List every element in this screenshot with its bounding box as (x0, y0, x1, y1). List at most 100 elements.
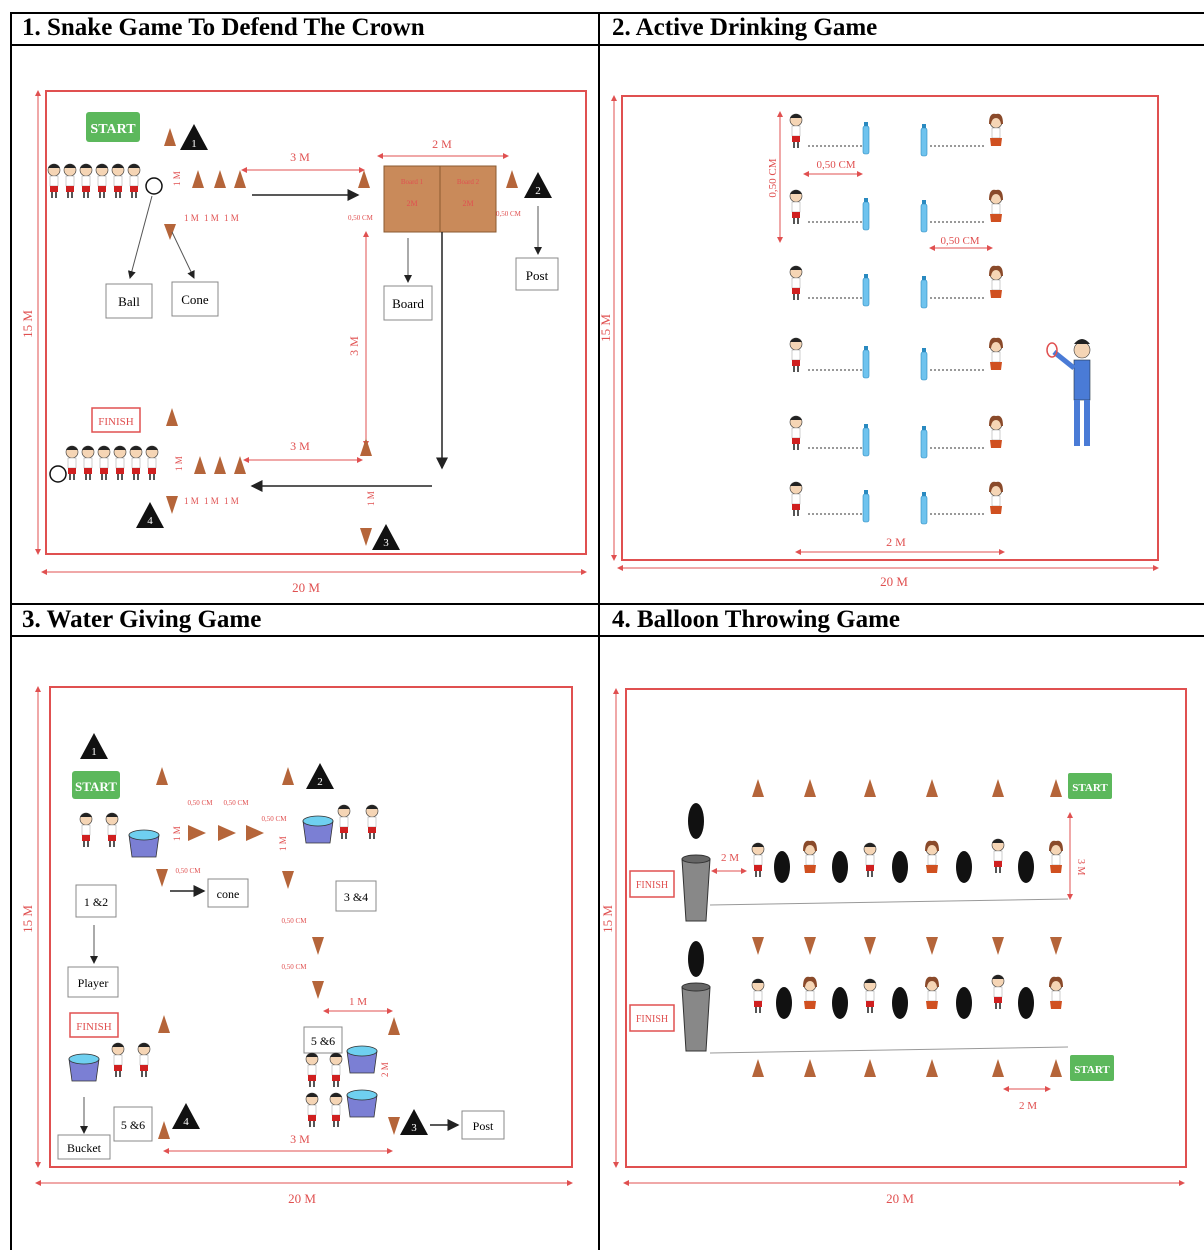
panel1-050-right: 0,50 CM (496, 210, 522, 218)
panel4-field-border (625, 688, 1187, 1168)
panel1-marker-2-label: 2 (535, 185, 541, 197)
panel1-finish-label: FINISH (98, 416, 134, 428)
panel4-row-top (751, 838, 1064, 883)
panel2-horiz-050-b: 0,50 CM (940, 235, 979, 247)
panel3-post-box (461, 1110, 505, 1140)
panel2-field-border (621, 95, 1159, 561)
panel1-marker-3 (372, 524, 400, 550)
panel1-vert-3m: 3 M (347, 336, 361, 356)
grid-mid-line (10, 603, 1204, 605)
panel4-diagram: START START FINISH 2 M 3 M FINISH 2 M 20… (600, 688, 1187, 1206)
panel1-2m-label: 2 M (432, 137, 452, 151)
panel1-players-start (47, 163, 141, 199)
panel2-width-label: 20 M (880, 574, 908, 589)
panel4-bin-top (681, 858, 711, 922)
grid-left-line (10, 12, 12, 1250)
panel3-56b-label: 5 &6 (121, 1118, 145, 1132)
panel4-cones (752, 779, 1062, 1077)
panel1-marker-1 (180, 124, 208, 150)
panel3-2m: 2 M (380, 1062, 390, 1077)
panel3-marker-3-label: 3 (411, 1122, 417, 1134)
panel4-bin-bottom (681, 986, 711, 1052)
panel1-width-label: 20 M (292, 580, 320, 595)
panel4-title: 4. Balloon Throwing Game (612, 606, 901, 633)
panel4-start-label-top: START (1072, 782, 1108, 794)
panel1-marker-1-label: 1 (191, 138, 197, 150)
panel3-050-b: 0,50 CM (224, 799, 250, 807)
grid-center-line (598, 12, 600, 1250)
panel3-players-34 (337, 804, 379, 840)
panel2-diagram: 0,50 CM 0,50 CM 0,50 CM 2 M 20 M 15 M (600, 95, 1159, 589)
panel4-row-bottom (751, 974, 1064, 1019)
panel3-post-label: Post (473, 1119, 494, 1133)
panel3-050-a: 0,50 CM (188, 799, 214, 807)
panel1-3m-label: 3 M (290, 150, 310, 164)
panel4-finish-badge-bottom (629, 1004, 675, 1032)
panel1-board-box (383, 285, 433, 321)
panel3-bucket-finish (68, 1053, 100, 1082)
panel1-cone-label: Cone (181, 292, 209, 307)
panel3-56b-box (113, 1106, 153, 1142)
panel3-12-box (75, 884, 117, 918)
panel1-bot-1m-d: 1 M (224, 496, 239, 506)
panel3-marker-2 (306, 763, 334, 789)
panel4-finish-label-bottom: FINISH (636, 1014, 668, 1025)
panel1-board-label: Board (392, 296, 424, 311)
panel3-bucket-box (57, 1134, 111, 1160)
panel4-start-badge-top (1068, 773, 1112, 799)
panel4-width-label: 20 M (886, 1191, 914, 1206)
panel3-marker-1-label: 1 (91, 746, 97, 758)
panel1-start-label: START (90, 122, 136, 137)
panel4-start-badge-bottom (1070, 1055, 1114, 1081)
panel3-56a-label: 5 &6 (311, 1034, 335, 1048)
panel1-field-border (45, 90, 587, 555)
panel3-050-d: 0,50 CM (176, 867, 202, 875)
panel3-bucket-label: Bucket (67, 1141, 102, 1155)
panel1-cone-box (171, 281, 219, 317)
panel4-finish-label-top: FINISH (636, 880, 668, 891)
panel1-board1-2m: 2M (406, 199, 417, 208)
panel1-title: 1. Snake Game To Defend The Crown (22, 14, 425, 41)
panel1-dist-1m-a: 1 M (172, 171, 182, 186)
panel2-title: 2. Active Drinking Game (612, 14, 878, 41)
panel3-cones (156, 767, 400, 1139)
panel1-marker-4-label: 4 (147, 515, 153, 527)
panel3-12-label: 1 &2 (84, 895, 108, 909)
panel3-34-box (335, 880, 377, 912)
panel1-bot-1m-a: 1 M (174, 456, 184, 471)
panel3-3m-label: 3 M (290, 1132, 310, 1146)
panel4-2m-top: 2 M (721, 852, 739, 864)
panel1-bottom-3m: 3 M (290, 439, 310, 453)
panel1-start-badge (86, 112, 140, 142)
panel3-marker-4 (172, 1103, 200, 1129)
panel2-row (789, 265, 1004, 309)
panel1-dist-1m-c: 1 M (204, 213, 219, 223)
panel3-player-box (67, 966, 119, 998)
panel1-players-finish (65, 445, 159, 481)
panel1-ball-icon (145, 177, 163, 195)
panel2-height-label: 15 M (600, 314, 613, 342)
panel3-start-label: START (75, 779, 117, 794)
panel1-marker-2 (524, 172, 552, 198)
panel3-1m-a: 1 M (172, 826, 182, 841)
panel2-2m-label: 2 M (886, 535, 906, 549)
panel3-1m-c: 1 M (349, 996, 367, 1008)
panel3-cone-box (207, 878, 249, 908)
panel4-3m-label: 3 M (1075, 859, 1086, 876)
panel3-start-badge (72, 771, 120, 799)
panel2-row (789, 337, 1004, 381)
panel1-board1-label: Board 1 (401, 178, 424, 186)
panel2-row (789, 113, 1004, 157)
panel3-marker-1 (80, 733, 108, 759)
panel1-ball-icon-2 (49, 465, 67, 483)
panel1-post-label: Post (526, 268, 549, 283)
panel3-diagram: 1 START 0,50 CM 0,50 CM 0,50 CM 0,50 CM … (20, 686, 573, 1206)
panel2-row (789, 481, 1004, 525)
panel2-teacher-icon (1046, 339, 1091, 446)
panel4-balloon-bottom (688, 941, 704, 977)
panel3-finish-label: FINISH (76, 1021, 112, 1033)
grid-header-line-2 (10, 635, 1204, 637)
panel4-balloon-top (688, 803, 704, 839)
panel1-diagram: START 1 2 1 M 1 M 1 M 1 M 3 M 2 M Board … (20, 90, 587, 595)
panel1-board2-label: Board 2 (457, 178, 480, 186)
